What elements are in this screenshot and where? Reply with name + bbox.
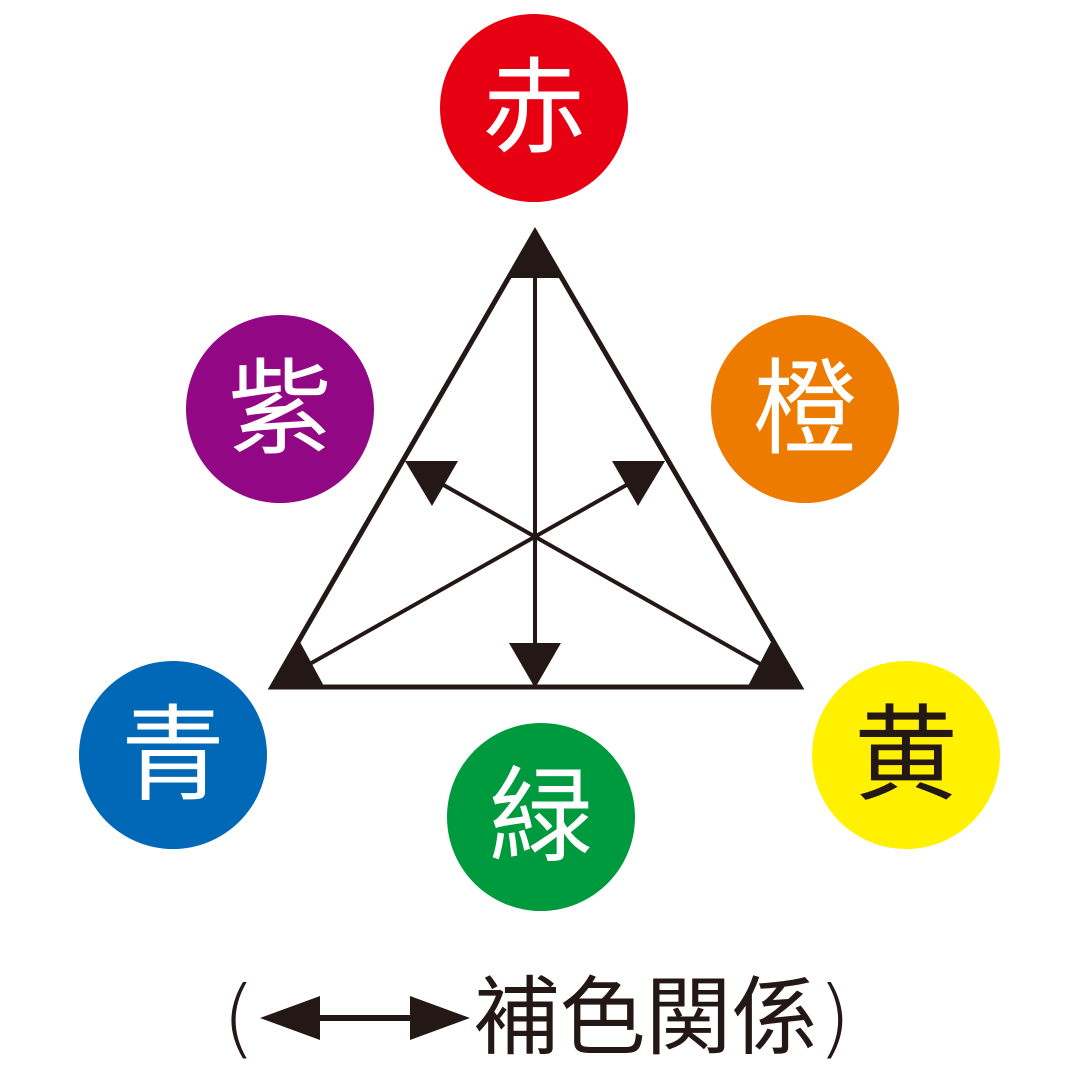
arrowhead-bottom-right [747,642,800,688]
arrowhead-bottom-left [272,642,325,688]
double-arrow-icon [259,996,470,1040]
arrowhead-orange [612,461,665,506]
triangle-outline [267,227,805,690]
color-node-orange: 橙 [711,315,899,503]
color-node-yellow: 黄 [812,661,1000,849]
arrowhead-top [508,230,561,278]
legend-text: 補色関係 [473,968,818,1068]
legend-open-paren: ( [222,968,256,1068]
color-node-green: 緑 [447,723,635,911]
legend: ( 補色関係 ) [222,968,851,1068]
label-orange: 橙 [752,348,857,470]
color-node-purple: 紫 [186,315,374,503]
color-node-red: 赤 [440,14,628,202]
label-red: 赤 [481,47,586,169]
label-blue: 青 [120,694,225,816]
arrow-blue-orange [307,481,631,667]
label-yellow: 黄 [853,694,958,816]
label-purple: 紫 [227,348,332,470]
color-node-blue: 青 [79,661,267,849]
label-green: 緑 [488,756,593,878]
arrow-yellow-purple [439,481,763,667]
arrowhead-purple [405,461,458,506]
arrowhead-green [509,643,561,688]
legend-close-paren: ) [817,968,852,1068]
